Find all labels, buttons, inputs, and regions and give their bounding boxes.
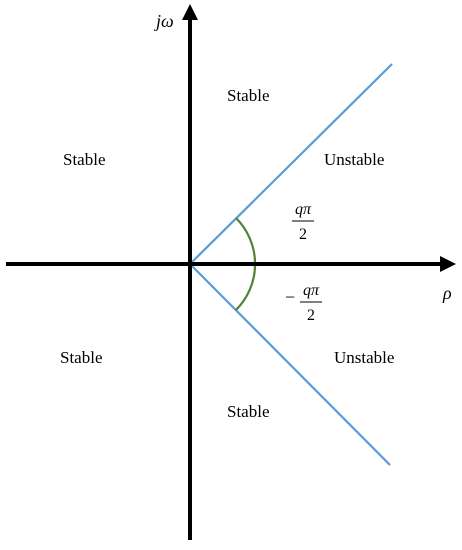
lower-angle-sign: − [285,287,295,307]
vertical-axis-label: jω [154,11,174,31]
region-label-upper-middle: Stable [227,86,270,105]
region-label-upper-left: Stable [63,150,106,169]
horizontal-axis-arrow [440,256,456,272]
lower-angle-denominator: 2 [307,307,315,324]
upper-angle-denominator: 2 [299,226,307,243]
vertical-axis-arrow [182,4,198,20]
lower-boundary-line [189,263,391,466]
upper-boundary-line [189,63,393,265]
region-label-lower-middle: Stable [227,402,270,421]
region-label-lower-left: Stable [60,348,103,367]
region-label-lower-right: Unstable [334,348,394,367]
upper-angle-numerator: qπ [295,201,312,218]
horizontal-axis-label: ρ [442,283,452,303]
region-label-upper-right: Unstable [324,150,384,169]
lower-angle-numerator: qπ [303,282,320,299]
